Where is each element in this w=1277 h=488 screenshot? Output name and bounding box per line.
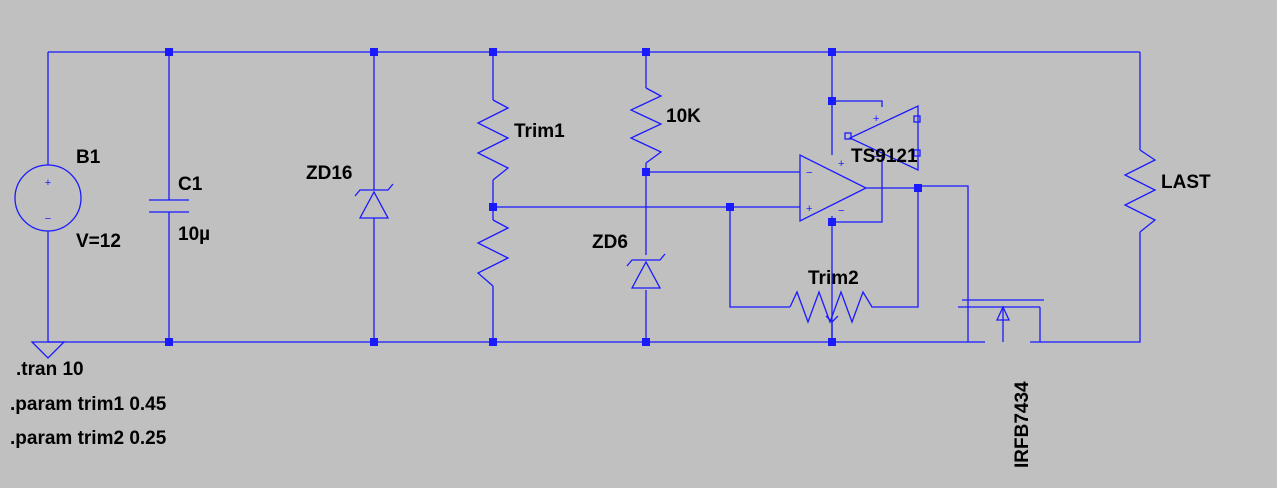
opamp-ts9121[interactable]: − + + − + − [799,104,921,223]
battery-value: V=12 [76,231,121,252]
ground-symbol [30,341,66,359]
opamp-minus-supply: − [838,205,844,217]
capacitor-c1[interactable] [149,199,189,213]
battery-name: B1 [76,147,101,168]
junction-dots [165,48,922,346]
battery-b1[interactable]: + − [14,164,82,232]
capacitor-name: C1 [178,174,203,195]
battery-plus-sign: + [45,177,51,189]
battery-minus-sign: − [45,213,51,225]
opamp2-minus-sign: − [873,151,879,163]
potentiometer-trim2[interactable] [789,290,878,324]
resistor-10k[interactable] [629,87,663,164]
potentiometer-trim1[interactable] [476,99,510,287]
mosfet-name: IRFB7434 [1012,381,1033,468]
opamp-minus-pin: − [806,167,812,179]
capacitor-value: 10µ [178,224,210,245]
wires [47,51,1141,343]
mosfet-irfb7434[interactable] [958,299,1044,342]
directive-param-trim1: .param trim1 0.45 [10,394,167,415]
zener-zd6-name: ZD6 [592,232,628,253]
zener-zd6[interactable] [626,253,666,289]
trim2-name: Trim2 [808,268,859,289]
trim1-name: Trim1 [514,121,565,142]
directive-param-trim2: .param trim2 0.25 [10,428,167,449]
load-resistor-last[interactable] [1123,149,1157,233]
load-name: LAST [1161,172,1211,193]
resistor-10k-name: 10K [666,106,701,127]
opamp-plus-pin: + [806,203,812,215]
directive-tran: .tran 10 [16,359,84,380]
opamp-plus-supply: + [838,158,844,170]
opamp2-plus-sign: + [873,113,879,125]
zener-zd16[interactable] [354,183,394,219]
opamp-name: TS9121 [851,146,918,167]
zener-zd16-name: ZD16 [306,163,352,184]
